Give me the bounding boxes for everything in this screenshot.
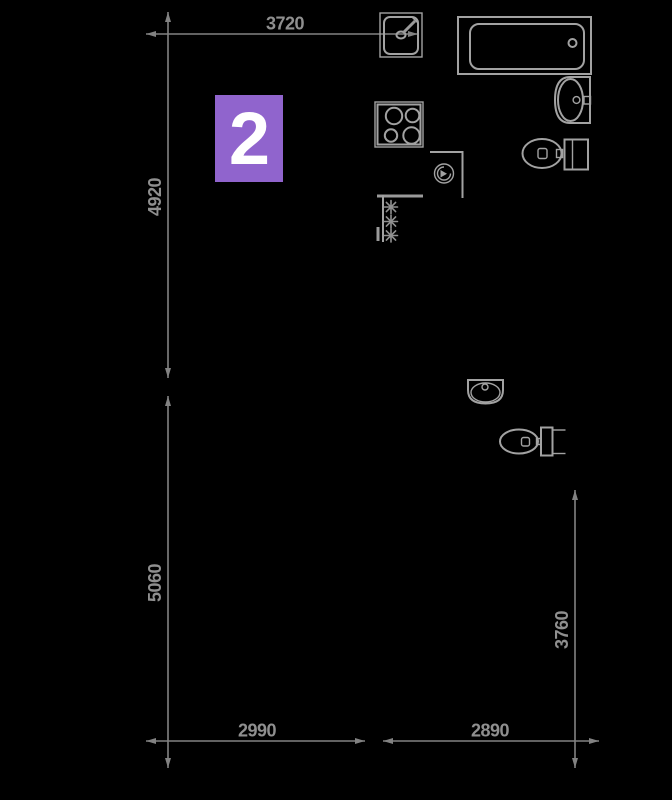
- bathroom-2-sink-icon: [467, 379, 504, 405]
- bathtub-outer: [457, 16, 592, 75]
- stove-icon: [374, 101, 424, 148]
- heater-swirl: [436, 166, 452, 181]
- unit-badge[interactable]: 2: [215, 95, 283, 182]
- burner: [383, 128, 399, 143]
- dimension-bottom-right-width: 2890: [383, 721, 599, 744]
- dimension-label-top-width: 3720: [266, 14, 305, 34]
- kitchen-sink-icon: [379, 12, 423, 58]
- flake-arm: [385, 230, 397, 241]
- sink-outer: [553, 76, 591, 124]
- sink-basin: [383, 16, 419, 55]
- toilet-drain: [520, 436, 531, 447]
- heater-corner-wall: [430, 151, 464, 198]
- arrow-left-icon: [146, 738, 156, 744]
- sink-counter: [379, 12, 423, 58]
- stove-top: [376, 103, 422, 146]
- bathtub-inner: [469, 23, 585, 70]
- sink-faucet: [583, 95, 592, 105]
- dimension-top-width: 3720: [146, 14, 418, 37]
- snowflake-icon: [383, 228, 399, 243]
- flake-arm: [385, 216, 397, 227]
- bathroom-2-toilet-icon: [499, 426, 566, 457]
- dimension-right-height: 3760: [552, 490, 578, 768]
- snowflake-icon: [383, 214, 399, 229]
- heater-body: [433, 163, 455, 184]
- snowflake-icon: [383, 199, 399, 215]
- sink-drain: [572, 95, 581, 105]
- water-heater-icon: [430, 151, 464, 198]
- bathtub-drain: [567, 38, 578, 48]
- arrow-up-icon: [165, 396, 171, 406]
- dimension-label-bottom-right: 2890: [471, 721, 510, 741]
- arrow-down-icon: [165, 758, 171, 768]
- arrow-down-icon: [572, 758, 578, 768]
- arrow-left-icon: [146, 31, 156, 37]
- toilet-drain: [537, 147, 548, 160]
- toilet-tank: [540, 426, 554, 457]
- sink-faucet-tip: [411, 16, 419, 24]
- dimension-label-right: 3760: [552, 610, 572, 649]
- heater-pointer: [440, 170, 447, 178]
- bathroom-sink-icon: [553, 76, 592, 124]
- toilet-icon: [521, 138, 589, 171]
- dimension-left-lower-height: 5060: [145, 396, 171, 768]
- dimension-bottom-left-width: 2990: [146, 721, 365, 744]
- arrow-left-icon: [383, 738, 393, 744]
- toilet-bowl: [499, 428, 539, 455]
- toilet-tank: [563, 138, 589, 171]
- refrigerator-icon: [376, 194, 423, 243]
- burner: [384, 106, 404, 126]
- dimension-label-left-upper: 4920: [145, 177, 165, 216]
- dimension-label-left-lower: 5060: [145, 563, 165, 602]
- unit-badge-number: 2: [229, 97, 270, 180]
- toilet-hinge: [555, 148, 564, 159]
- dimension-label-bottom-left: 2990: [238, 721, 277, 741]
- sink-drain: [481, 383, 489, 391]
- sink-drain: [395, 30, 407, 40]
- flake-arm: [385, 201, 397, 213]
- arrow-up-icon: [165, 12, 171, 22]
- arrow-right-icon: [408, 31, 418, 37]
- arrow-up-icon: [572, 490, 578, 500]
- toilet-bowl: [521, 138, 563, 169]
- sink-faucet: [401, 19, 417, 35]
- burner: [402, 126, 421, 145]
- arrow-down-icon: [165, 368, 171, 378]
- arrow-right-icon: [355, 738, 365, 744]
- burner: [404, 107, 421, 124]
- stove-frame: [374, 101, 424, 148]
- dimension-left-upper-height: 4920: [145, 12, 171, 378]
- sink-basin: [470, 382, 501, 403]
- sink-basin: [557, 78, 584, 122]
- arrow-right-icon: [589, 738, 599, 744]
- bathtub-icon: [457, 16, 592, 75]
- unit-badge-background[interactable]: [215, 95, 283, 182]
- sink-outer: [467, 379, 504, 405]
